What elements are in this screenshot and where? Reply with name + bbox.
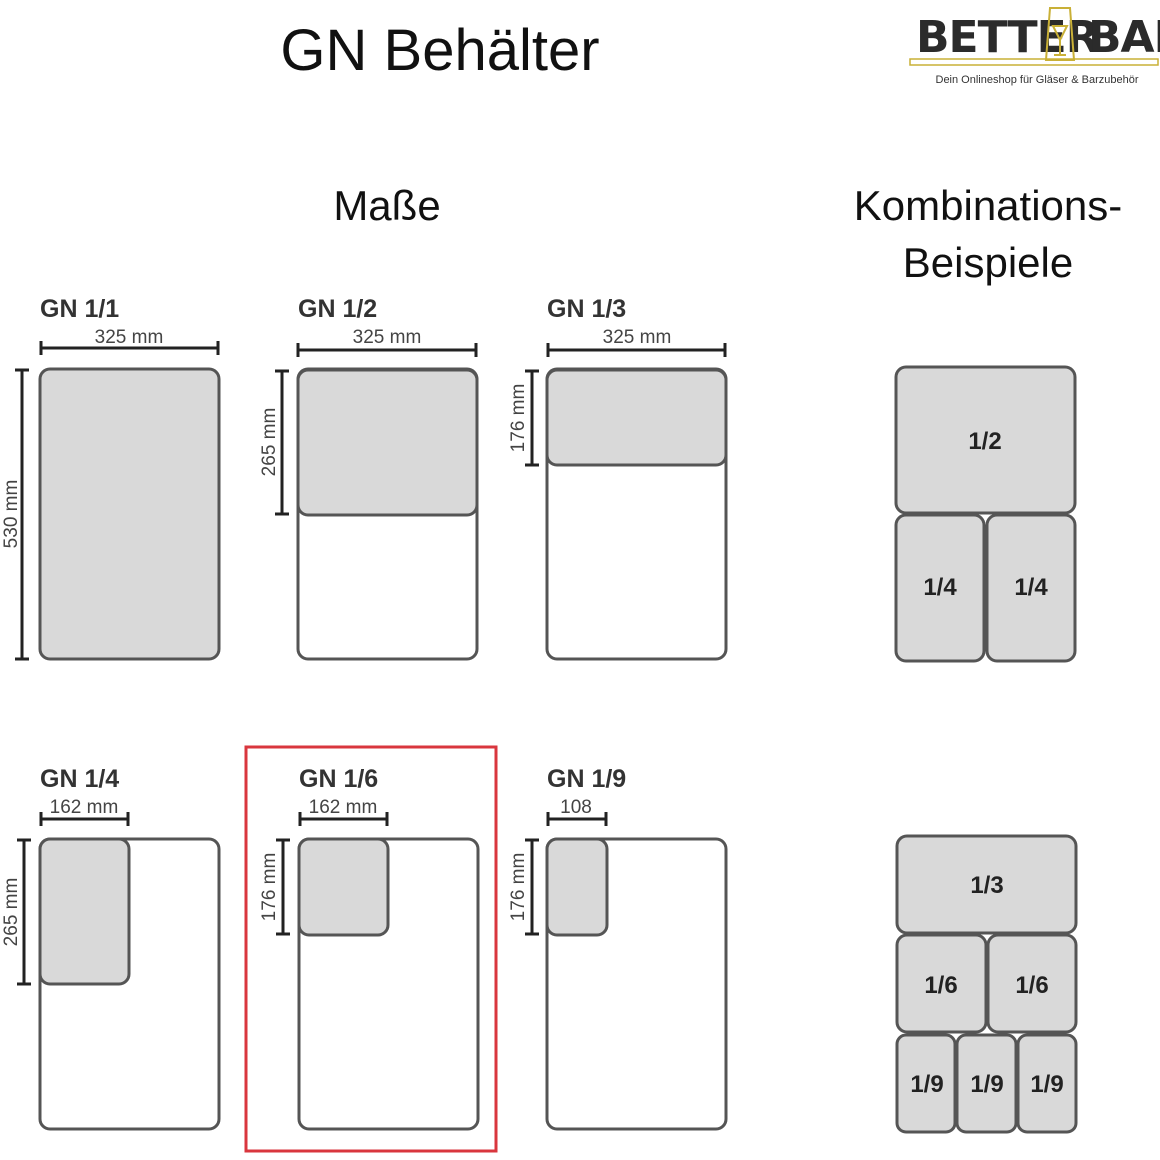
width-label: 325 mm (95, 327, 164, 348)
container-label: GN 1/9 (547, 765, 626, 793)
combo-pan-label: 1/9 (970, 1071, 1003, 1098)
width-label: 108 (560, 797, 592, 818)
combo-pan-label: 1/6 (924, 972, 957, 999)
height-bar (17, 838, 31, 986)
combo-pan (955, 1033, 1018, 1134)
container-gn-1-2: GN 1/2 325 mm 265 mm (259, 295, 479, 661)
combo-example-2: 1/3 1/6 1/6 1/9 1/9 1/9 (895, 834, 1078, 1134)
heading-combos-2: Beispiele (903, 239, 1073, 286)
height-label: 265 mm (259, 408, 280, 477)
logo-bar-counter (909, 58, 1159, 66)
page-title: GN Behälter (280, 18, 599, 83)
width-label: 325 mm (353, 327, 422, 348)
container-label: GN 1/4 (40, 765, 119, 793)
height-label: 176 mm (508, 853, 529, 922)
combo-pan (1016, 1033, 1078, 1134)
heading-dimensions: Maße (333, 182, 440, 229)
width-bar (546, 812, 608, 826)
combo-pan (894, 513, 986, 663)
height-bar (525, 838, 539, 936)
height-label: 265 mm (1, 878, 22, 947)
height-label: 176 mm (508, 384, 529, 453)
container-label: GN 1/3 (547, 295, 626, 323)
combo-pan (895, 933, 988, 1034)
width-label: 162 mm (309, 797, 378, 818)
container-gn-1-6: GN 1/6 162 mm 176 mm (244, 745, 498, 1153)
combo-pan (895, 1033, 957, 1134)
width-bar (546, 343, 727, 357)
pan-fill (297, 837, 390, 937)
height-bar (275, 369, 289, 516)
width-label: 325 mm (603, 327, 672, 348)
container-label: GN 1/6 (299, 765, 378, 793)
combo-pan-label: 1/9 (1030, 1071, 1063, 1098)
container-gn-1-4: GN 1/4 162 mm 265 mm (1, 765, 221, 1131)
height-label: 530 mm (1, 480, 22, 549)
pan-fill (38, 837, 131, 986)
height-label: 176 mm (259, 853, 280, 922)
logo: BETTER BAR Dein Onlineshop für Gläser & … (909, 7, 1160, 86)
combo-pan (985, 513, 1077, 663)
combo-pan-label: 1/9 (910, 1071, 943, 1098)
pan-fill (545, 837, 609, 937)
logo-tagline: Dein Onlineshop für Gläser & Barzubehör (936, 74, 1139, 86)
container-label: GN 1/1 (40, 295, 119, 323)
width-bar (39, 812, 130, 826)
pan-fill (545, 368, 728, 467)
container-gn-1-1: GN 1/1 325 mm 530 mm (1, 295, 221, 661)
height-bar (15, 368, 29, 661)
highlight-frame (244, 745, 498, 1153)
pan-fill (296, 368, 479, 517)
logo-brand-right: BAR (1088, 12, 1160, 63)
combo-pan-label: 1/4 (1014, 574, 1048, 601)
combo-pan (895, 834, 1078, 935)
width-label: 162 mm (50, 797, 119, 818)
container-gn-1-9: GN 1/9 108 176 mm (508, 765, 728, 1131)
pan-fill (38, 367, 221, 661)
combo-pan-label: 1/3 (970, 872, 1003, 899)
width-bar (298, 812, 389, 826)
container-gn-1-3: GN 1/3 325 mm 176 mm (508, 295, 728, 661)
shaker-glass-icon (1044, 7, 1076, 61)
height-bar (276, 838, 290, 936)
heading-combos-1: Kombinations- (854, 182, 1122, 229)
width-bar (39, 341, 220, 355)
combo-pan (894, 365, 1077, 515)
combo-pan-label: 1/2 (968, 428, 1001, 455)
combo-pan (986, 933, 1078, 1034)
container-label: GN 1/2 (298, 295, 377, 323)
logo-brand-left: BETTER (916, 12, 1099, 63)
height-bar (525, 369, 539, 467)
combo-example-1: 1/2 1/4 1/4 (894, 365, 1077, 663)
combo-pan-label: 1/6 (1015, 972, 1048, 999)
combo-pan-label: 1/4 (923, 574, 957, 601)
width-bar (296, 343, 478, 357)
